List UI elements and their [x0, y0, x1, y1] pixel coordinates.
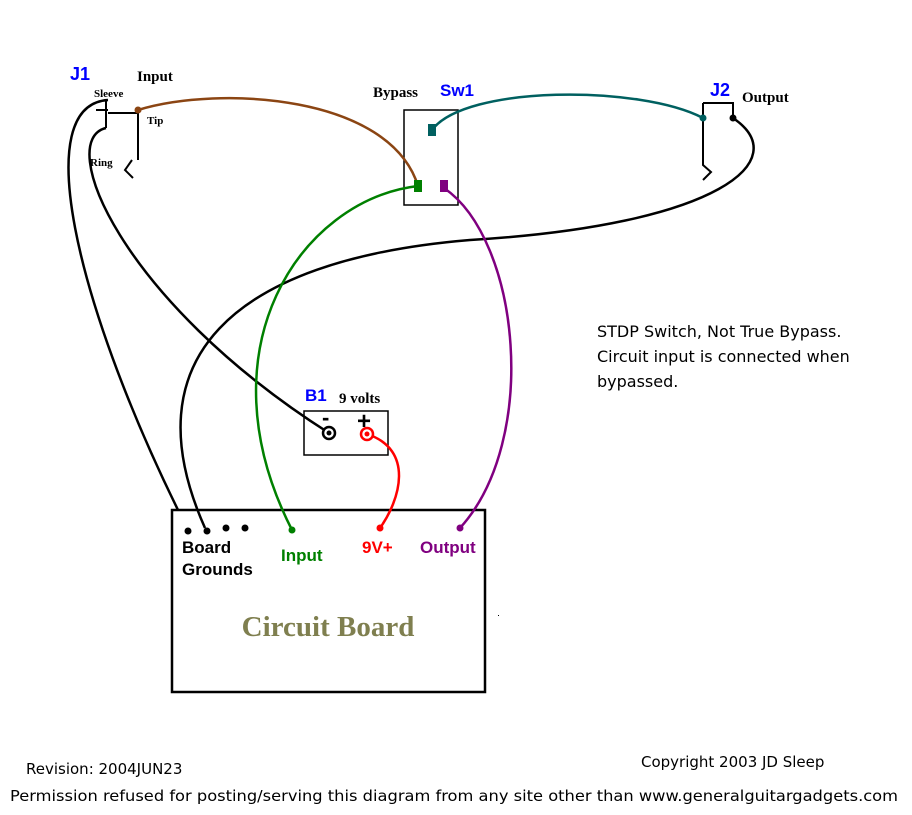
j2-tip-point [729, 114, 737, 122]
board-grounds-line-1: Board [182, 538, 231, 557]
ground-pad-3 [222, 524, 230, 532]
board-9v-label: 9V+ [362, 538, 393, 557]
stray-pixel [498, 615, 499, 616]
black-wire-j1-ring-to-battery [88, 126, 330, 435]
j2-title-label: Output [742, 90, 789, 106]
switch-lug-common-top [428, 124, 436, 136]
circuit-board-outline [170, 508, 487, 694]
purple-wire-switch-to-output [443, 186, 513, 529]
battery-minus-terminal-core [326, 430, 332, 436]
note-line-2: Circuit input is connected when [597, 347, 850, 366]
j1-tip-label: Tip [147, 115, 163, 127]
ground-pad-4 [241, 524, 249, 532]
b1-plus-label: + [357, 408, 371, 435]
teal-wire-switch-to-j2 [430, 93, 704, 131]
ground-pad-1 [184, 527, 192, 535]
switch-id-label: Sw1 [440, 81, 474, 100]
black-wire-j2-to-ground [179, 116, 755, 529]
j1-ring-label: Ring [90, 157, 113, 169]
switch-lug-left [414, 180, 422, 192]
green-wire-switch-to-input [254, 184, 419, 531]
b1-voltage-label: 9 volts [339, 391, 380, 407]
board-output-label: Output [420, 538, 476, 557]
9v-pad [376, 524, 384, 532]
ground-pad-2 [203, 527, 211, 535]
note-line-1: STDP Switch, Not True Bypass. [597, 322, 841, 341]
b1-id-label: B1 [305, 386, 327, 405]
note-line-3: bypassed. [597, 372, 678, 391]
output-pad [456, 524, 464, 532]
j1-id-label: J1 [70, 64, 90, 84]
battery-plus-terminal-core [364, 431, 370, 437]
j2-output-jack [702, 102, 734, 181]
battery-body [303, 410, 389, 456]
j1-sleeve-label: Sleeve [94, 88, 123, 100]
b1-minus-label: - [322, 405, 329, 430]
copyright-text: Copyright 2003 JD Sleep [641, 753, 824, 771]
brown-wire-j1-tip-to-switch [137, 96, 420, 187]
revision-text: Revision: 2004JUN23 [26, 760, 182, 778]
board-input-label: Input [281, 546, 323, 565]
permission-text: Permission refused for posting/serving t… [10, 787, 898, 805]
j2-id-label: J2 [710, 80, 730, 100]
j1-title-label: Input [137, 69, 173, 85]
red-wire-battery-to-9v [366, 432, 401, 529]
j1-tip-point [134, 106, 142, 114]
circuit-board-title: Circuit Board [242, 611, 415, 643]
black-wire-j1-sleeve-to-ground [67, 98, 180, 511]
switch-lug-right [440, 180, 448, 192]
j2-sleeve-point [699, 114, 707, 122]
board-grounds-line-2: Grounds [182, 560, 253, 579]
switch-name-label: Bypass [373, 85, 418, 101]
input-pad [288, 526, 296, 534]
